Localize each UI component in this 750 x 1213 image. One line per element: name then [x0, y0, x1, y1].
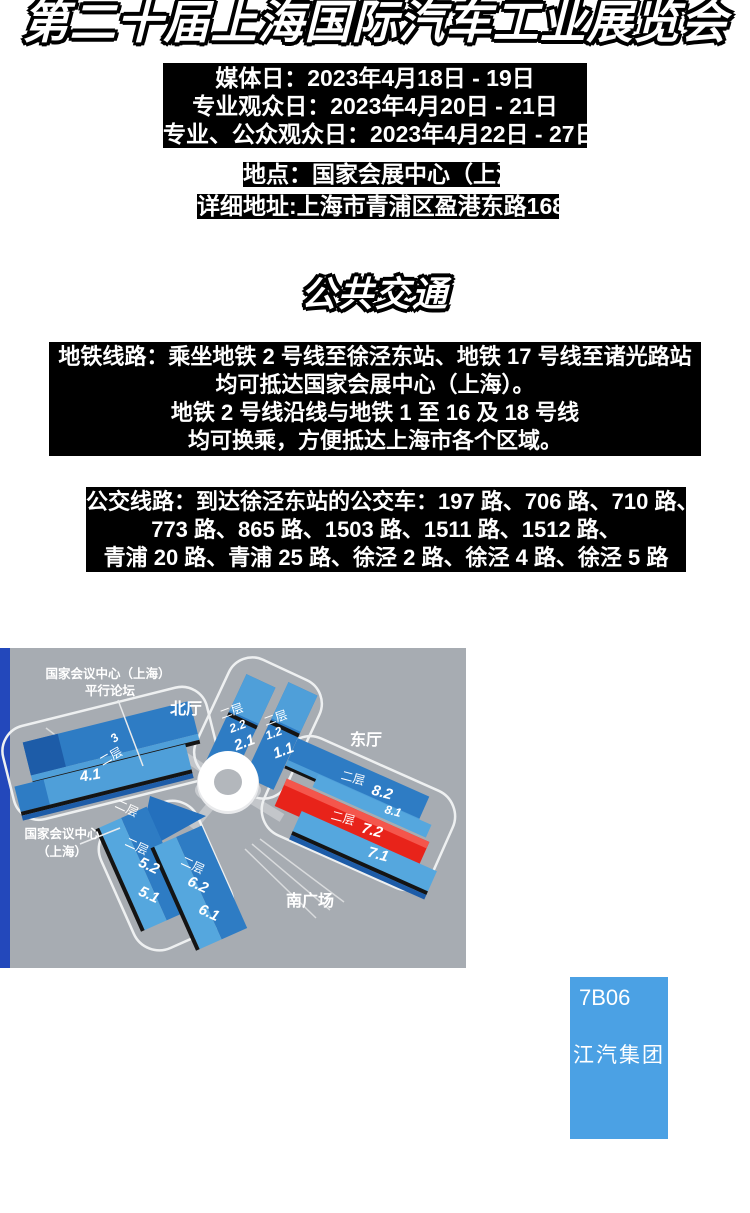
hall-1-1-label: 1.1: [271, 739, 296, 762]
hall-1-2-label: 1.2: [263, 724, 284, 743]
subway-line-2: 均可抵达国家会展中心（上海）。: [215, 372, 535, 397]
schedule-box: 媒体日：2023年4月18日 - 19日 专业观众日：2023年4月20日 - …: [163, 63, 598, 148]
forum-label-line2: 平行论坛: [85, 683, 136, 698]
booth-card-7b06[interactable]: 7B06 江汽集团: [570, 977, 668, 1139]
bus-line-2: 773 路、865 路、1503 路、1511 路、1512 路、: [151, 516, 621, 542]
convention-center-label-line1: 国家会议中心: [24, 826, 100, 841]
convention-center-label-line2: （上海）: [37, 844, 87, 859]
hall-4-1-label: 4.1: [77, 765, 101, 786]
forum-label-line1: 国家会议中心（上海）: [45, 666, 170, 681]
hall-block-1: [244, 682, 318, 790]
schedule-media-day: 媒体日：2023年4月18日 - 19日: [215, 64, 535, 91]
north-hall-label: 北厅: [170, 700, 202, 718]
floor2-label-h72: 二层: [330, 808, 357, 828]
hall-2-2-label: 2.2: [226, 717, 248, 736]
east-hall-label: 东厅: [350, 730, 382, 749]
floor2-label-h82: 二层: [340, 768, 367, 788]
venue-address: 详细地址:上海市青浦区盈港东路168号: [197, 193, 589, 219]
hall-8-1-label: 8.1: [383, 802, 403, 820]
hall-block-8-1: [312, 774, 432, 838]
subway-line-4: 均可换乘，方便抵达上海市各个区域。: [187, 428, 562, 453]
south-plaza-label: 南广场: [286, 891, 334, 910]
booth-company-name: 江汽集团: [573, 1044, 665, 1067]
schedule-trade-day: 专业观众日：2023年4月20日 - 21日: [192, 92, 558, 119]
bus-line-1: 公交线路：到达徐泾东站的公交车：197 路、706 路、710 路、: [86, 488, 699, 514]
hall-2-1-label: 2.1: [231, 731, 257, 754]
hall-7-2-label: 7.2: [360, 820, 385, 842]
hall-block-4: [14, 744, 194, 821]
venue-floorplan-map: 国家会议中心（上海） 平行论坛 北厅 东厅 南广场 国家会议中心 （上海） 二层…: [0, 648, 466, 968]
subway-info-box: 地铁线路：乘坐地铁 2 号线至徐泾东站、地铁 17 号线至诸光路站 均可抵达国家…: [49, 342, 701, 456]
hall-7-1-label: 7.1: [366, 844, 391, 866]
floorplan-svg: 国家会议中心（上海） 平行论坛 北厅 东厅 南广场 国家会议中心 （上海） 二层…: [0, 648, 466, 968]
page-title: 第二十届上海国际汽车工业展览会: [22, 0, 728, 48]
bus-info-box: 公交线路：到达徐泾东站的公交车：197 路、706 路、710 路、 773 路…: [86, 487, 699, 572]
venue-location: 地点：国家会展中心（上海）: [243, 161, 542, 187]
hall-8-2-label: 8.2: [370, 782, 395, 804]
center-leader-line: [79, 827, 121, 845]
subway-line-1: 地铁线路：乘坐地铁 2 号线至徐泾东站、地铁 17 号线至诸光路站: [58, 344, 692, 369]
hall-block-7-2-highlight: [274, 778, 430, 870]
forum-leader-line: [117, 699, 144, 767]
central-ring: [195, 751, 261, 814]
hall-block-6: [150, 825, 248, 951]
hall-block-7-1: [289, 811, 437, 900]
booth-number: 7B06: [579, 985, 631, 1010]
schedule-public-day: 专业、公众观众日：2023年4月22日 - 27日: [163, 120, 598, 147]
bus-line-3: 青浦 20 路、青浦 25 路、徐泾 2 路、徐泾 4 路、徐泾 5 路: [103, 544, 669, 570]
map-left-bar: [0, 648, 10, 968]
transport-heading: 公共交通: [300, 275, 449, 314]
subway-line-3: 地铁 2 号线沿线与地铁 1 至 16 及 18 号线: [170, 400, 580, 425]
